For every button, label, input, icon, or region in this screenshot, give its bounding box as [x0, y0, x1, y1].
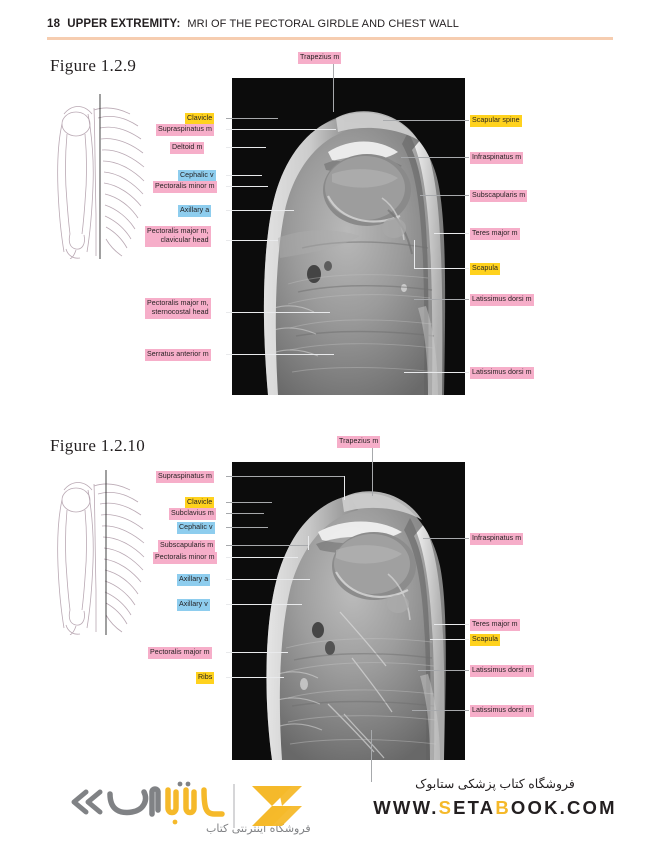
leader-latissimus-upper — [418, 670, 469, 671]
label-subscapularis-m: Subscapularis m — [470, 190, 528, 202]
header-divider — [47, 37, 613, 40]
url-suffix: OOK.COM — [510, 797, 617, 818]
leader-subscapularis — [226, 545, 308, 546]
label-latissimus-dorsi-m-lower: Latissimus dorsi m — [470, 705, 534, 717]
leader-clavicle — [226, 118, 278, 119]
leader-latissimus-lower — [404, 372, 469, 373]
leader-supraspinatus — [226, 129, 336, 130]
label-pectoralis-minor-m: Pectoralis minor m — [153, 181, 217, 193]
label-pectoralis-major-sternocostal-head: Pectoralis major m, sternocostal head — [145, 298, 211, 319]
page-title: MRI OF THE PECTORAL GIRDLE AND CHEST WAL… — [187, 18, 460, 30]
label-axillary-a: Axillary a — [177, 574, 211, 586]
label-pectoralis-major-clavicular-head: Pectoralis major m, clavicular head — [145, 226, 211, 247]
label-latissimus-dorsi-m-upper: Latissimus dorsi m — [470, 294, 534, 306]
figure-title: Figure 1.2.9 — [50, 56, 137, 75]
label-scapula: Scapula — [470, 634, 500, 646]
leader-clavicle — [226, 502, 272, 503]
figure-1-2-9: Figure 1.2.9 — [0, 50, 658, 410]
orientation-diagram — [48, 94, 160, 259]
leader-pectoralis-minor — [226, 186, 268, 187]
label-scapula: Scapula — [470, 263, 500, 275]
svg-text:فروشگاه اینترنتی کتاب: فروشگاه اینترنتی کتاب — [206, 822, 311, 835]
leader-supraspinatus-drop — [344, 476, 345, 500]
leader-scapular-spine — [383, 120, 469, 121]
label-axillary-a: Axillary a — [178, 205, 212, 217]
label-deltoid-m: Deltoid m — [170, 142, 205, 154]
leader-subscapularis — [420, 195, 469, 196]
label-teres-major-m: Teres major m — [470, 619, 520, 631]
label-scapular-spine: Scapular spine — [470, 115, 522, 127]
leader-deltoid — [226, 147, 266, 148]
label-infraspinatus-m: Infraspinatus m — [470, 533, 524, 545]
figure-title: Figure 1.2.10 — [50, 436, 146, 455]
leader-infraspinatus — [423, 538, 469, 539]
leader-pectoralis-major — [226, 652, 288, 653]
url-eta: ETA — [453, 797, 496, 818]
mri-image-coronal-2 — [232, 462, 465, 760]
leader-pectoralis-minor — [226, 557, 298, 558]
label-axillary-v: Axillary v — [177, 599, 210, 611]
leader-cephalic — [226, 527, 268, 528]
label-latissimus-dorsi-m-lower: Latissimus dorsi m — [470, 367, 534, 379]
label-infraspinatus-m: Infraspinatus m — [470, 152, 524, 164]
page-header: 18 UPPER EXTREMITY: MRI OF THE PECTORAL … — [47, 18, 613, 40]
label-subscapularis-m: Subscapularis m — [158, 540, 216, 552]
leader-scapula — [430, 639, 469, 640]
label-cephalic-v: Cephalic v — [177, 522, 215, 534]
leader-scapula-vertical — [414, 240, 415, 268]
leader-infraspinatus — [401, 157, 469, 158]
url-b: B — [495, 797, 511, 818]
leader-cephalic — [226, 175, 262, 176]
leader-subscapularis-drop — [308, 536, 309, 550]
leader-trapezius — [333, 64, 334, 112]
label-supraspinatus-m: Supraspinatus m — [156, 471, 214, 483]
url-s: S — [438, 797, 454, 818]
leader-pectoralis-major-clavicular — [226, 240, 278, 241]
leader-ribs — [226, 677, 284, 678]
label-pectoralis-major-m: Pectoralis major m — [148, 647, 212, 659]
label-cephalic-v: Cephalic v — [178, 170, 216, 182]
label-supraspinatus-m: Supraspinatus m — [156, 124, 214, 136]
header-section: UPPER EXTREMITY: — [67, 18, 181, 30]
page-number: 18 — [47, 18, 61, 30]
leader-serratus-anterior — [226, 354, 334, 355]
leader-latissimus-upper — [414, 299, 469, 300]
footer-tagline: فروشگاه کتاب پزشکی ستابوک — [415, 777, 575, 791]
footer-text-block: فروشگاه کتاب پزشکی ستابوک WWW.SETABOOK.C… — [350, 776, 640, 819]
label-clavicle: Clavicle — [185, 113, 215, 125]
leader-latissimus-lower — [412, 710, 469, 711]
leader-axillary-a — [226, 210, 294, 211]
label-pectoralis-minor-m: Pectoralis minor m — [153, 552, 217, 564]
leader-teres-major — [434, 233, 469, 234]
url-prefix: WWW. — [373, 797, 439, 818]
footer-watermark: فروشگاه اینترنتی کتاب فروشگاه کتاب پزشکی… — [0, 770, 658, 842]
label-serratus-anterior-m: Serratus anterior m — [145, 349, 211, 361]
label-clavicle: Clavicle — [185, 497, 215, 509]
label-trapezius-m: Trapezius m — [298, 52, 342, 64]
leader-teres-major — [434, 624, 469, 625]
leader-bottom-pointer — [371, 730, 372, 782]
leader-pectoralis-major-sternocostal — [226, 312, 330, 313]
label-ribs: Ribs — [196, 672, 215, 684]
leader-axillary-a — [226, 579, 310, 580]
label-teres-major-m: Teres major m — [470, 228, 520, 240]
label-latissimus-dorsi-m-upper: Latissimus dorsi m — [470, 665, 534, 677]
leader-trapezius — [372, 448, 373, 496]
label-subclavius-m: Subclavius m — [169, 508, 216, 520]
footer-url: WWW.SETABOOK.COM — [350, 797, 640, 819]
label-trapezius-m: Trapezius m — [337, 436, 381, 448]
leader-supraspinatus — [226, 476, 344, 477]
mri-image-coronal-1 — [232, 78, 465, 395]
leader-scapula — [414, 268, 469, 269]
leader-axillary-v — [226, 604, 302, 605]
figure-1-2-10: Figure 1.2.10 — [0, 432, 658, 782]
leader-subclavius — [226, 513, 264, 514]
setabook-logo: فروشگاه اینترنتی کتاب — [56, 778, 356, 838]
orientation-diagram — [48, 470, 160, 635]
